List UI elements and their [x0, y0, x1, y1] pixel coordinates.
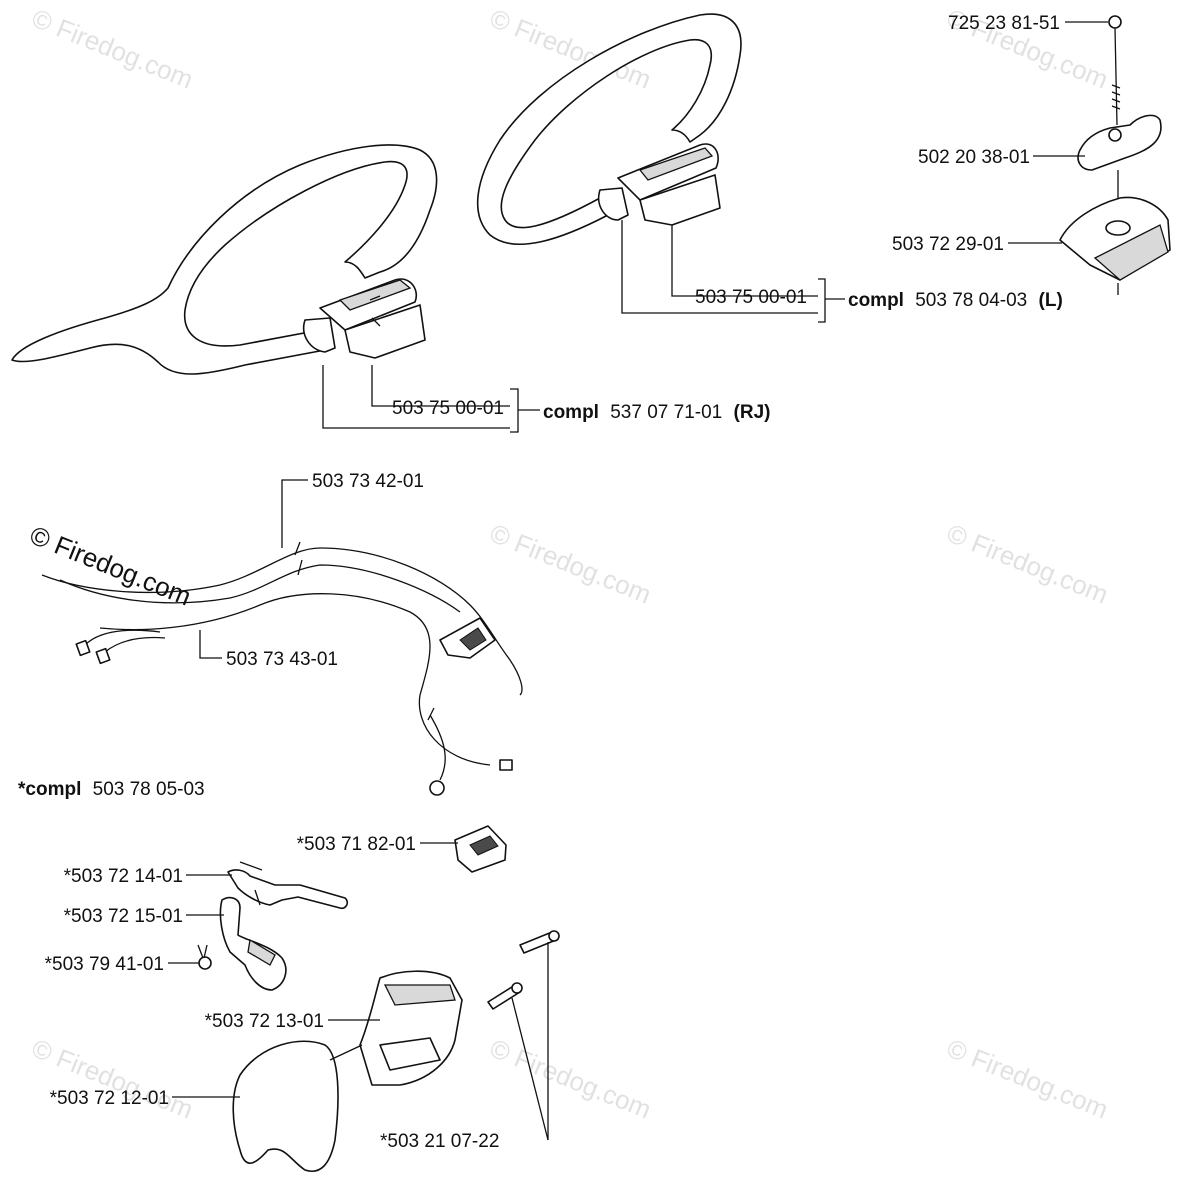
knob-clamp-drawing	[1059, 15, 1171, 295]
switch-drawing	[454, 825, 507, 873]
compl-number: 503 78 04-03	[915, 290, 1027, 311]
watermark-text: © Firedog.com	[28, 3, 198, 95]
watermark-text: © Firedog.com	[486, 518, 656, 610]
compl-word: *compl	[18, 779, 81, 800]
watermark-text: © Firedog.com	[943, 518, 1113, 610]
throttle-lever-drawing	[227, 861, 348, 910]
label-compl-kit: *compl 503 78 05-03	[18, 779, 205, 800]
compl-suffix: (RJ)	[734, 402, 771, 423]
labels: 725 23 81-51 502 20 38-01 503 72 29-01 5…	[18, 13, 1063, 1152]
label-clamp: 503 72 29-01	[892, 234, 1004, 255]
spring-drawing	[197, 944, 212, 970]
label-screw: *503 21 07-22	[380, 1131, 499, 1152]
compl-word: compl	[543, 402, 599, 423]
label-handle-rj-compl: compl 537 07 71-01 (RJ)	[543, 402, 770, 423]
label-handle-rj-part: 503 75 00-01	[392, 398, 504, 419]
label-knob: 502 20 38-01	[918, 147, 1030, 168]
compl-number: 537 07 71-01	[610, 402, 722, 423]
compl-number: 503 78 05-03	[93, 779, 205, 800]
compl-word: compl	[848, 290, 904, 311]
label-handle-l-compl: compl 503 78 04-03 (L)	[848, 290, 1063, 311]
grip-cover-drawing	[232, 1040, 363, 1172]
label-throttle-lever: *503 72 14-01	[64, 866, 183, 887]
watermark-text: © Firedog.com	[943, 1033, 1113, 1125]
label-bolt: 725 23 81-51	[948, 13, 1060, 34]
lockout-lever-drawing	[219, 896, 287, 991]
label-spring: *503 79 41-01	[45, 954, 164, 975]
label-cable-1: 503 73 42-01	[312, 471, 424, 492]
handle-rj-drawing	[11, 144, 438, 375]
label-cable-2: 503 73 43-01	[226, 649, 338, 670]
compl-suffix: (L)	[1039, 290, 1063, 311]
label-switch: *503 71 82-01	[297, 834, 416, 855]
watermark-text-dark: © Firedog.com	[26, 520, 196, 612]
label-lockout-lever: *503 72 15-01	[64, 906, 183, 927]
label-housing-half: *503 72 13-01	[205, 1011, 324, 1032]
screws-drawing	[487, 930, 560, 1010]
cable-harness-drawing	[41, 541, 523, 796]
watermark-text: © Firedog.com	[486, 1033, 656, 1125]
housing-half-drawing	[359, 970, 463, 1086]
watermarks: © Firedog.com © Firedog.com © Firedog.co…	[26, 3, 1113, 1125]
handle-l-drawing	[476, 13, 742, 246]
label-grip-cover: *503 72 12-01	[50, 1088, 169, 1109]
watermark-text: © Firedog.com	[28, 1033, 198, 1125]
leader-lines	[168, 21, 1108, 1141]
label-handle-l-part: 503 75 00-01	[695, 287, 807, 308]
